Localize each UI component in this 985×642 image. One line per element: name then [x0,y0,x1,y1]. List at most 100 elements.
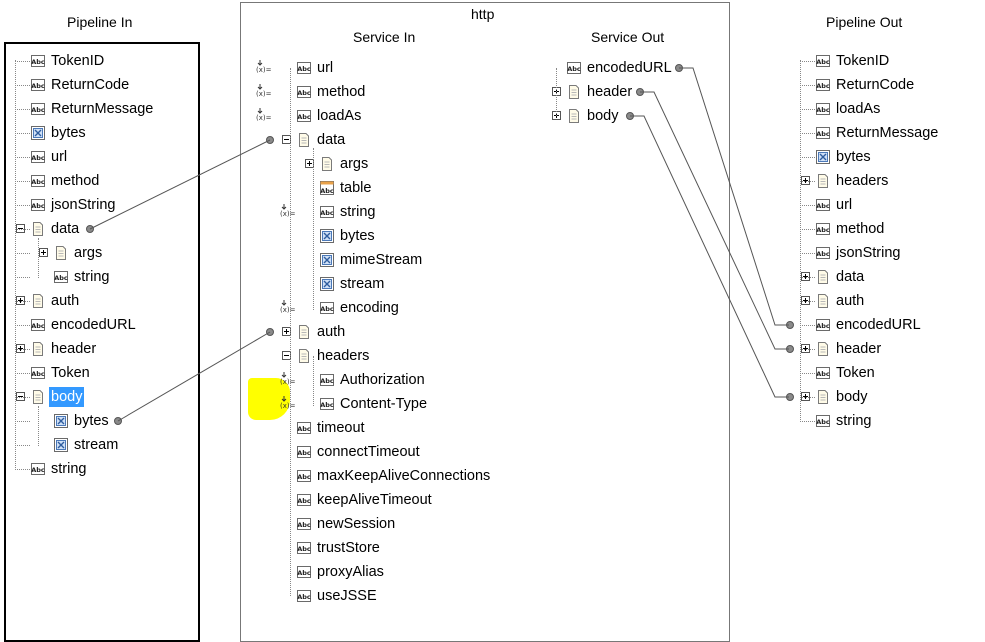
tree-guide-line [290,68,291,596]
svg-text:Abc: Abc [31,370,45,378]
string-icon: Abc [31,318,45,332]
tree-guide-line [800,397,815,398]
service-in-node-label: connectTimeout [317,444,420,460]
pipeline-out-node-label: headers [836,173,889,189]
pipeline-out-node-label: ReturnMessage [836,125,939,141]
string-icon: Abc [320,205,334,219]
pipeline-out-title: Pipeline Out [826,14,903,30]
collapse-icon[interactable] [16,224,25,233]
service-in-node-label: auth [317,324,346,340]
service-in-node-label: proxyAlias [317,564,384,580]
svg-text:Abc: Abc [31,58,45,66]
link-port-icon[interactable] [114,417,122,425]
string-icon: Abc [320,373,334,387]
svg-text:Abc: Abc [297,449,311,457]
service-out-node-label: encodedURL [587,60,672,76]
pipeline-out-node-label: bytes [836,149,871,165]
pipeline-out-node-label: loadAs [836,101,881,117]
tree-guide-line [15,373,30,374]
expand-icon[interactable] [39,248,48,257]
pipeline-in-node-label: url [51,149,68,165]
expand-icon[interactable] [801,296,810,305]
string-icon: Abc [320,301,334,315]
tree-guide-line [800,229,815,230]
tree-guide-line [15,109,30,110]
pipeline-in-node-label: Token [51,365,90,381]
collapse-icon[interactable] [16,392,25,401]
svg-text:Abc: Abc [816,322,830,330]
set-value-icon[interactable]: (x)= [280,371,296,388]
set-value-icon[interactable]: (x)= [280,299,296,316]
tree-guide-line [800,253,815,254]
string-icon: Abc [816,126,830,140]
string-icon: Abc [297,109,311,123]
pipeline-in-node-label: args [74,245,103,261]
link-port-icon[interactable] [786,393,794,401]
svg-text:(x)=: (x)= [256,90,272,97]
document-icon [54,246,68,260]
set-value-icon[interactable]: (x)= [256,59,272,76]
set-value-icon[interactable]: (x)= [280,203,296,220]
pipeline-in-node-label: ReturnCode [51,77,130,93]
pipeline-in-node-label: bytes [74,413,109,429]
service-in-node-label: trustStore [317,540,380,556]
tree-guide-line [800,157,815,158]
set-value-icon[interactable]: (x)= [280,395,296,412]
string-icon: Abc [54,270,68,284]
pipeline-out-node-label: Token [836,365,875,381]
pipeline-in-node-label: encodedURL [51,317,136,333]
svg-text:Abc: Abc [297,473,311,481]
service-in-node-label: keepAliveTimeout [317,492,432,508]
svg-text:Abc: Abc [297,425,311,433]
pipeline-out-node-label: encodedURL [836,317,921,333]
svg-text:Abc: Abc [320,377,334,385]
set-value-icon[interactable]: (x)= [256,107,272,124]
document-icon [816,342,830,356]
link-port-icon[interactable] [786,345,794,353]
service-in-node-label: newSession [317,516,396,532]
pipeline-in-node-label: bytes [51,125,86,141]
svg-text:Abc: Abc [320,187,334,195]
expand-icon[interactable] [801,344,810,353]
svg-text:(x)=: (x)= [280,378,296,385]
pipeline-out-node-label: jsonString [836,245,901,261]
link-port-icon[interactable] [786,321,794,329]
pipeline-in-node-label: body [49,387,85,407]
link-port-icon[interactable] [266,136,274,144]
pipeline-out-node-label: url [836,197,853,213]
svg-text:(x)=: (x)= [280,210,296,217]
svg-text:Abc: Abc [320,209,334,217]
string-icon: Abc [816,222,830,236]
tree-guide-line [800,109,815,110]
document-icon [567,109,581,123]
link-port-icon[interactable] [86,225,94,233]
expand-icon[interactable] [801,272,810,281]
tree-guide-line [800,60,801,422]
svg-text:Abc: Abc [816,250,830,258]
expand-icon[interactable] [801,392,810,401]
link-port-icon[interactable] [266,328,274,336]
service-out-title: Service Out [591,29,665,45]
string-icon: Abc [297,421,311,435]
string-icon: Abc [297,493,311,507]
link-port-icon[interactable] [636,88,644,96]
pipeline-out-node-label: ReturnCode [836,77,915,93]
expand-icon[interactable] [16,296,25,305]
svg-text:Abc: Abc [297,545,311,553]
expand-icon[interactable] [16,344,25,353]
expand-icon[interactable] [801,176,810,185]
document-icon [816,390,830,404]
string-icon: Abc [31,78,45,92]
link-port-icon[interactable] [626,112,634,120]
set-value-icon[interactable]: (x)= [256,83,272,100]
pipeline-out-node-label: method [836,221,885,237]
tree-guide-line [800,277,815,278]
link-port-icon[interactable] [675,64,683,72]
svg-text:Abc: Abc [320,401,334,409]
service-in-node-label: mimeStream [340,252,423,268]
tree-guide-line [15,421,30,422]
string-icon: Abc [297,565,311,579]
tree-guide-line [15,277,30,278]
object-icon [320,229,334,243]
string-icon: Abc [31,462,45,476]
